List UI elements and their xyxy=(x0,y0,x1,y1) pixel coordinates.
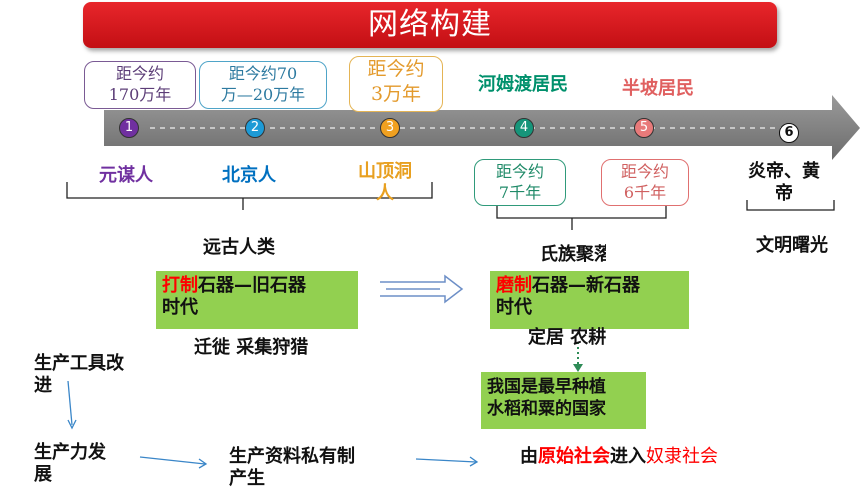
marker-6: 6 xyxy=(779,123,799,143)
box-rice: 我国是最早种植 水稻和粟的国家 xyxy=(481,372,646,429)
box-text: 石器—新石器 xyxy=(532,275,640,296)
bubble-line: 距今约70 xyxy=(228,64,298,83)
chain-line: 展 xyxy=(34,464,52,485)
chain-line: 生产资料私有制 xyxy=(229,446,355,467)
chain-line: 生产工具改 xyxy=(34,353,124,374)
date-bubble-yuanmou: 距今约 170万年 xyxy=(84,61,196,109)
label-shanding: 山顶洞 人 xyxy=(358,161,412,205)
chain-line: 产生 xyxy=(229,468,265,489)
box-neolithic: 磨制石器—新石器 时代 xyxy=(490,271,689,329)
bubble-line: 170万年 xyxy=(108,85,172,104)
marker-3: 3 xyxy=(380,118,400,138)
box-line: 时代 xyxy=(162,297,198,318)
highlight-dazhi: 打制 xyxy=(162,275,198,296)
chain-line: 进 xyxy=(34,375,52,396)
transition-from: 原始社会 xyxy=(538,446,610,467)
bubble-line: 6千年 xyxy=(623,183,667,202)
chain-productivity: 生产力发 展 xyxy=(34,442,106,486)
marker-5: 5 xyxy=(634,118,654,138)
arrow-to-private xyxy=(139,456,206,465)
bubble-line: 距今约 xyxy=(115,64,164,83)
label-line: 帝 xyxy=(775,183,793,204)
bubble-line: 万—20万年 xyxy=(220,85,306,104)
arrow-to-transition xyxy=(415,458,477,463)
box-line: 水稻和粟的国家 xyxy=(487,399,606,419)
box-line: 时代 xyxy=(496,297,532,318)
marker-1: 1 xyxy=(119,118,139,138)
highlight-mozhi: 磨制 xyxy=(496,275,532,296)
group-clan-clip: 氏族聚落 xyxy=(540,240,606,266)
group-clan: 氏族聚落 xyxy=(540,244,606,265)
label-line: 人 xyxy=(376,183,394,204)
date-bubble-banpo: 距今约 6千年 xyxy=(601,159,689,206)
transition-pre: 由 xyxy=(520,446,538,467)
marker-2: 2 xyxy=(245,118,265,138)
chain-line: 生产力发 xyxy=(34,442,106,463)
group-ancient: 远古人类 xyxy=(203,237,275,258)
date-bubble-hemudu: 距今约 7千年 xyxy=(474,159,566,206)
label-yandi-huangdi: 炎帝、黄 帝 xyxy=(748,161,820,205)
label-line: 山顶洞 xyxy=(358,161,412,182)
chain-tools: 生产工具改 进 xyxy=(34,353,124,397)
chain-transition: 由原始社会进入奴隶社会 xyxy=(520,446,718,468)
box-line: 打制石器—旧石器 xyxy=(162,275,352,297)
bracket-civilization xyxy=(746,200,835,211)
bracket-ancient xyxy=(66,182,433,210)
box-line: 磨制石器—新石器 xyxy=(496,275,683,297)
date-bubble-beijing: 距今约70 万—20万年 xyxy=(199,61,327,109)
banner-title: 网络构建 xyxy=(83,2,777,48)
date-bubble-shanding: 距今约 3万年 xyxy=(349,56,443,112)
box-paleolithic: 打制石器—旧石器 时代 xyxy=(156,271,358,329)
marker-4: 4 xyxy=(514,118,534,138)
label-yuanmou: 元谋人 xyxy=(99,165,153,186)
dotted-arrow-head xyxy=(573,364,583,372)
transition-mid: 进入 xyxy=(610,446,646,467)
group-civilization: 文明曙光 xyxy=(756,235,828,256)
label-hemudu: 河姆渡居民 xyxy=(478,74,568,95)
label-line: 炎帝、黄 xyxy=(748,161,820,182)
bubble-line: 7千年 xyxy=(498,183,542,202)
label-banpo: 半坡居民 xyxy=(622,78,694,99)
label-beijing: 北京人 xyxy=(222,165,276,186)
chain-private: 生产资料私有制 产生 xyxy=(229,446,355,490)
bubble-line: 3万年 xyxy=(370,83,422,105)
bubble-line: 距今约 xyxy=(495,162,544,181)
bracket-clan xyxy=(496,205,667,230)
box-line: 我国是最早种植 xyxy=(487,377,606,397)
box-text: 石器—旧石器 xyxy=(198,275,306,296)
hollow-arrow xyxy=(380,274,464,304)
arrow-tools-down xyxy=(67,380,73,426)
bubble-line: 距今约 xyxy=(620,162,669,181)
bubble-line: 距今约 xyxy=(367,58,425,80)
transition-to: 奴隶社会 xyxy=(646,446,718,467)
note-paleo-life: 迁徙 采集狩猎 xyxy=(194,337,309,358)
note-neo-life: 定居 农耕 xyxy=(528,327,607,348)
